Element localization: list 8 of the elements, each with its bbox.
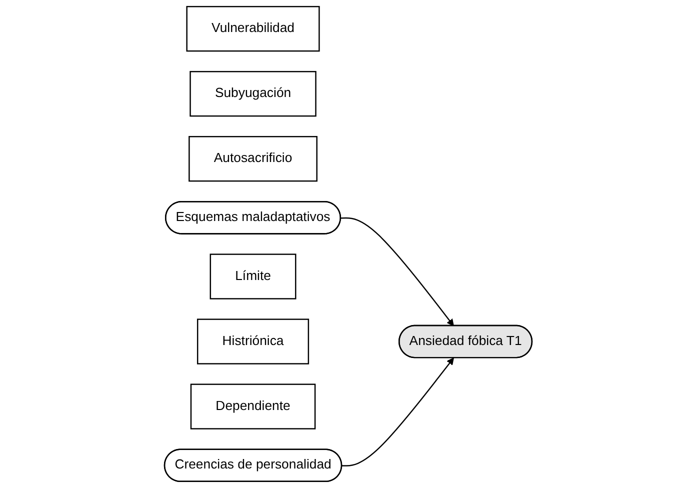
- arrow: [342, 358, 454, 466]
- node-box: Histriónica: [196, 318, 309, 364]
- node-box: Vulnerabilidad: [186, 6, 320, 52]
- arrow: [340, 217, 454, 326]
- node-box: Límite: [210, 254, 296, 300]
- node-box: Subyugación: [189, 70, 316, 117]
- node-box: Autosacrificio: [188, 136, 318, 182]
- node-box: Dependiente: [190, 384, 316, 430]
